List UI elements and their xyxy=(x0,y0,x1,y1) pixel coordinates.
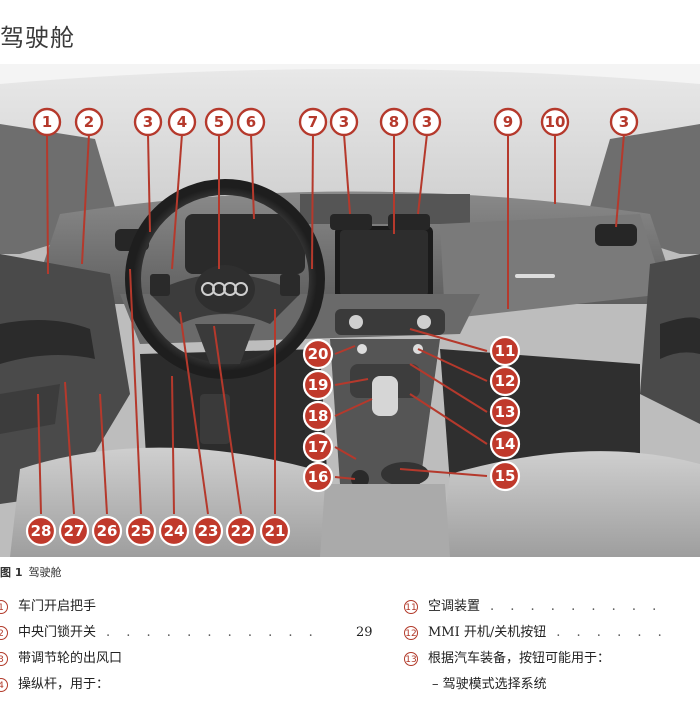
legend-text: 操纵杆，用于： xyxy=(18,677,110,692)
callout-1: 1 xyxy=(32,107,62,137)
legend-text: 中央门锁开关 xyxy=(18,625,97,640)
legend-item-1: 1 车门开启把手 xyxy=(0,598,380,624)
legend-item-3: 3 带调节轮的出风口 xyxy=(0,650,380,676)
svg-text:5: 5 xyxy=(214,113,224,131)
leader-dots: . . . . . . xyxy=(556,625,668,640)
callout-3b: 3 xyxy=(329,107,359,137)
callout-10: 10 xyxy=(540,107,570,137)
svg-text:25: 25 xyxy=(131,522,152,540)
legend-text: 空调装置 xyxy=(428,599,481,614)
svg-text:2: 2 xyxy=(84,113,94,131)
svg-text:15: 15 xyxy=(495,467,516,485)
legend-number: 2 xyxy=(0,626,8,640)
callout-28: 28 xyxy=(25,515,57,547)
svg-text:3: 3 xyxy=(143,113,153,131)
figure-caption: 图 1 驾驶舱 xyxy=(0,564,61,580)
svg-text:26: 26 xyxy=(97,522,118,540)
legend-number: 13 xyxy=(404,652,418,666)
svg-text:12: 12 xyxy=(495,372,516,390)
legend-right: 11 空调装置 . . . . . . . . . 12 MMI 开机/关机按钮 . .… xyxy=(404,598,700,702)
svg-text:3: 3 xyxy=(619,113,629,131)
callout-5: 5 xyxy=(204,107,234,137)
callout-6: 6 xyxy=(236,107,266,137)
leader-dots: . . . . . . . . . xyxy=(490,599,663,614)
svg-text:6: 6 xyxy=(246,113,256,131)
svg-text:3: 3 xyxy=(339,113,349,131)
callout-26: 26 xyxy=(91,515,123,547)
callout-3: 3 xyxy=(133,107,163,137)
svg-text:23: 23 xyxy=(198,522,219,540)
legend-number: 3 xyxy=(0,652,8,666)
callout-11: 11 xyxy=(489,335,521,367)
legend-number: 1 xyxy=(0,600,8,614)
svg-text:28: 28 xyxy=(31,522,52,540)
svg-text:20: 20 xyxy=(308,345,329,363)
callout-8: 8 xyxy=(379,107,409,137)
legend-sub-item: – 驾驶模式选择系统 xyxy=(404,676,700,702)
page-reference-link[interactable]: 29 xyxy=(356,625,373,640)
legend-item-13: 13 根据汽车装备，按钮可能用于： xyxy=(404,650,700,676)
callout-3d: 3 xyxy=(609,107,639,137)
figure-caption-text: 驾驶舱 xyxy=(28,566,62,579)
callout-4: 4 xyxy=(167,107,197,137)
callout-15: 15 xyxy=(489,460,521,492)
svg-text:18: 18 xyxy=(308,407,329,425)
callout-14: 14 xyxy=(489,428,521,460)
callout-20: 20 xyxy=(302,338,334,370)
svg-text:10: 10 xyxy=(545,113,566,131)
svg-text:8: 8 xyxy=(389,113,399,131)
figure-label: 图 1 xyxy=(0,566,23,579)
callout-21: 21 xyxy=(259,515,291,547)
legend-text: 根据汽车装备，按钮可能用于： xyxy=(428,651,611,666)
legend-text: 带调节轮的出风口 xyxy=(18,651,123,666)
callout-3c: 3 xyxy=(412,107,442,137)
callout-9: 9 xyxy=(493,107,523,137)
leader-dots: . . . . . . . . . . . xyxy=(106,625,319,640)
legend-item-12: 12 MMI 开机/关机按钮 . . . . . . xyxy=(404,624,700,650)
callout-24: 24 xyxy=(158,515,190,547)
svg-text:19: 19 xyxy=(308,376,329,394)
callout-25: 25 xyxy=(125,515,157,547)
svg-text:17: 17 xyxy=(308,438,329,456)
svg-text:14: 14 xyxy=(495,435,516,453)
legend-number: 4 xyxy=(0,678,8,692)
callout-19: 19 xyxy=(302,369,334,401)
legend-number: 11 xyxy=(404,600,418,614)
legend-item-11: 11 空调装置 . . . . . . . . . xyxy=(404,598,700,624)
svg-text:9: 9 xyxy=(503,113,513,131)
callout-7: 7 xyxy=(298,107,328,137)
legend-item-2: 2 中央门锁开关 . . . . . . . . . . . 29 xyxy=(0,624,380,650)
legend-text: MMI 开机/关机按钮 xyxy=(428,625,547,640)
svg-text:24: 24 xyxy=(164,522,185,540)
svg-text:4: 4 xyxy=(177,113,187,131)
legend-text: 车门开启把手 xyxy=(18,599,97,614)
svg-text:21: 21 xyxy=(265,522,286,540)
svg-text:27: 27 xyxy=(64,522,85,540)
callout-12: 12 xyxy=(489,365,521,397)
svg-text:13: 13 xyxy=(495,403,516,421)
callout-2: 2 xyxy=(74,107,104,137)
svg-text:11: 11 xyxy=(495,342,516,360)
cockpit-figure: 1 2 3 4 5 6 7 3 8 3 9 10 3 11 12 13 14 1… xyxy=(0,64,700,557)
legend-sub-text: – 驾驶模式选择系统 xyxy=(432,677,547,692)
callout-23: 23 xyxy=(192,515,224,547)
svg-text:16: 16 xyxy=(308,468,329,486)
svg-text:1: 1 xyxy=(42,113,52,131)
svg-text:22: 22 xyxy=(231,522,252,540)
callout-17: 17 xyxy=(302,431,334,463)
legend-item-4: 4 操纵杆，用于： xyxy=(0,676,380,702)
callout-22: 22 xyxy=(225,515,257,547)
svg-text:3: 3 xyxy=(422,113,432,131)
page-title: 驾驶舱 xyxy=(0,24,75,52)
callout-16: 16 xyxy=(302,461,334,493)
callout-13: 13 xyxy=(489,396,521,428)
legend-number: 12 xyxy=(404,626,418,640)
svg-text:7: 7 xyxy=(308,113,318,131)
callout-27: 27 xyxy=(58,515,90,547)
callout-18: 18 xyxy=(302,400,334,432)
